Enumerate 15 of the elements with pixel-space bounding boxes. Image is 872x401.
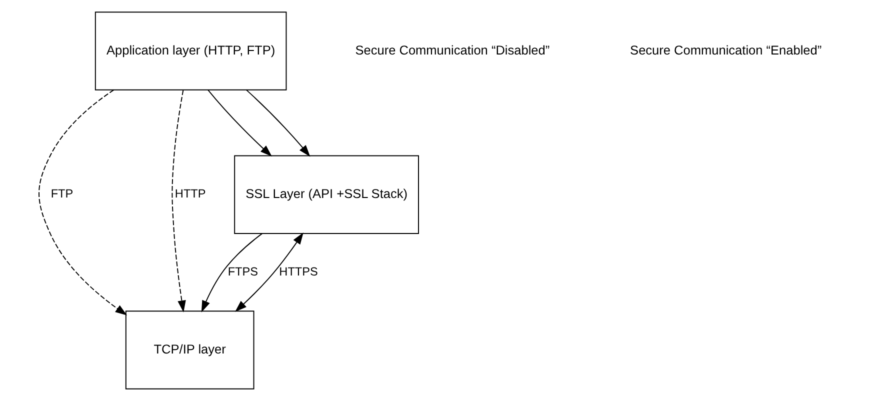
label: Secure Communication “Disabled” (355, 42, 550, 58)
edge-label: FTP (50, 186, 74, 201)
arrow (38, 89, 128, 316)
arrow (234, 232, 304, 312)
node-box: Application layer (HTTP, FTP) (94, 12, 287, 90)
label: Secure Communication “Enabled” (630, 42, 822, 58)
arrow (172, 90, 186, 312)
edge-label: HTTP (174, 186, 206, 201)
arrow (246, 89, 310, 157)
node-box: TCP/IP layer (125, 310, 254, 390)
arrow (208, 89, 272, 157)
node-box: SSL Layer (API +SSL Stack) (234, 155, 419, 234)
arrow (201, 233, 263, 312)
edge-label: HTTPS (279, 264, 318, 278)
edge-label: FTPS (228, 264, 258, 278)
